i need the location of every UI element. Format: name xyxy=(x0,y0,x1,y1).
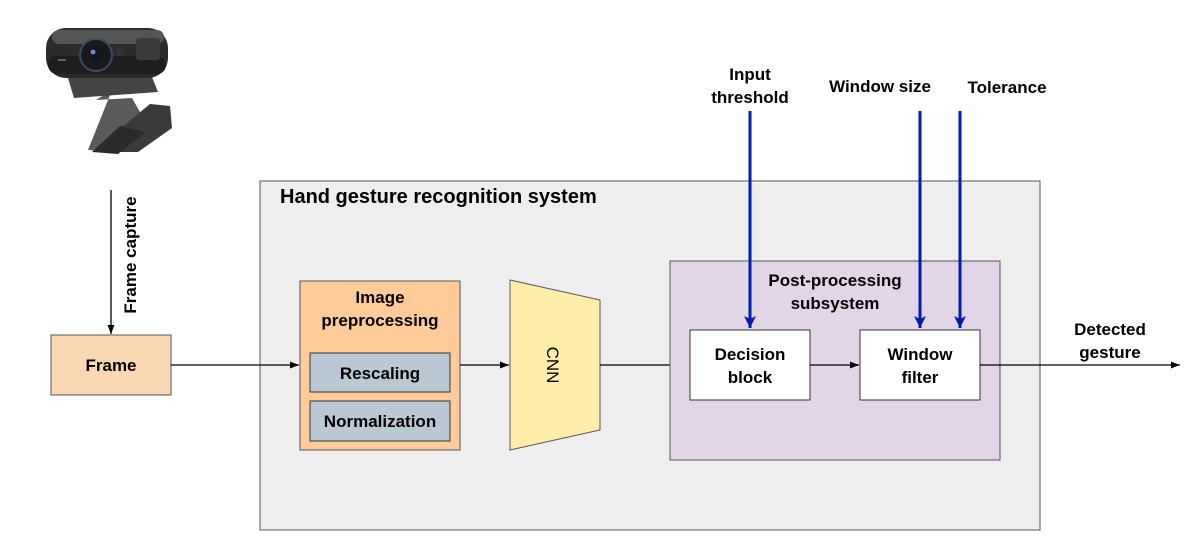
detected-gesture-line2: gesture xyxy=(1079,343,1140,362)
frame-box xyxy=(50,334,172,396)
window-size-label: Window size xyxy=(829,77,931,96)
postprocessing-title-line1: Post-processing xyxy=(768,271,901,290)
preprocessing-title-line2: preprocessing xyxy=(321,311,438,330)
window-filter-box xyxy=(859,329,981,401)
rescaling-label: Rescaling xyxy=(340,364,420,383)
decision-block-line1: Decision xyxy=(715,345,786,364)
decision-block-line2: block xyxy=(728,368,773,387)
normalization-label: Normalization xyxy=(324,412,436,431)
cnn-label: CNN xyxy=(543,347,562,384)
tolerance-label: Tolerance xyxy=(967,78,1046,97)
cnn-block xyxy=(509,279,601,451)
window-filter-line2: filter xyxy=(902,368,939,387)
decision-block-box xyxy=(689,329,811,401)
system-title: Hand gesture recognition system xyxy=(280,186,597,208)
webcam-icon xyxy=(46,28,172,154)
postprocessing-title-line2: subsystem xyxy=(791,294,880,313)
rescaling-box xyxy=(309,352,451,393)
preprocessing-title-line1: Image xyxy=(355,288,404,307)
input-threshold-line2: threshold xyxy=(711,88,788,107)
normalization-box xyxy=(309,400,451,442)
frame-label: Frame xyxy=(85,356,136,375)
window-filter-line1: Window xyxy=(888,345,954,364)
input-threshold-line1: Input xyxy=(729,65,771,84)
detected-gesture-line1: Detected xyxy=(1074,320,1146,339)
frame-capture-label: Frame capture xyxy=(121,196,140,313)
